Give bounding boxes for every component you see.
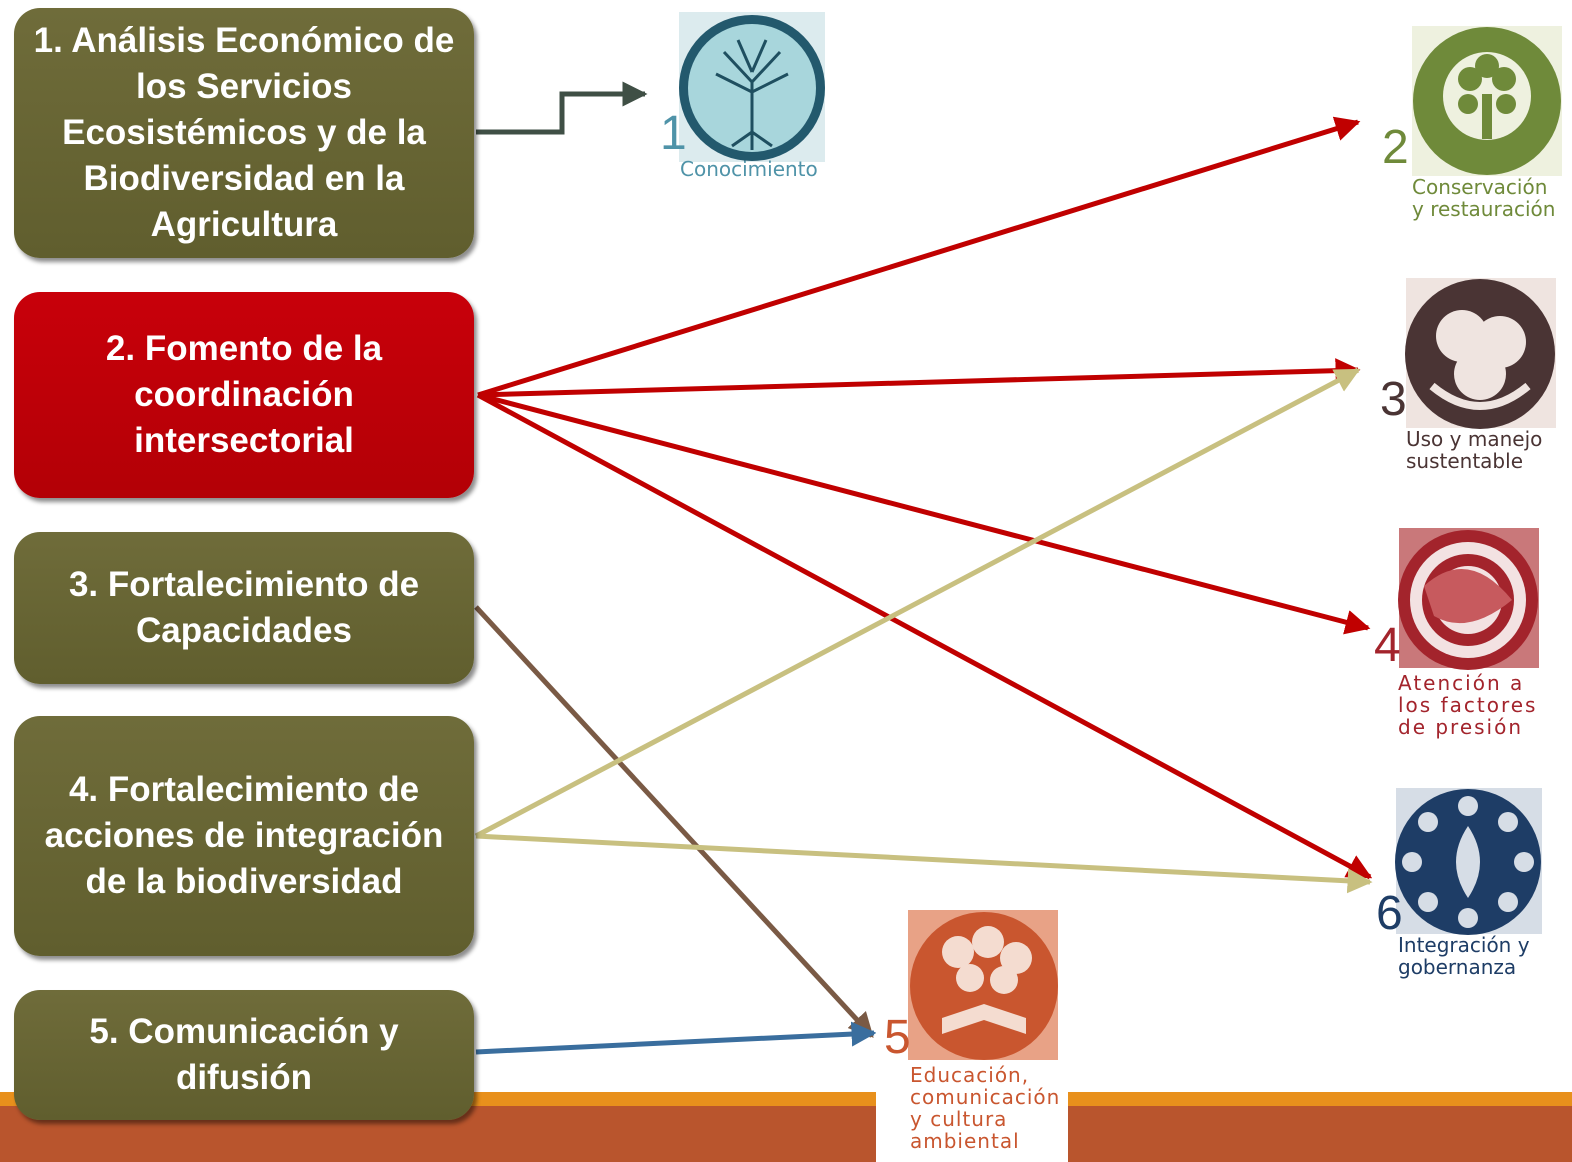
arrow-action3-axis5 xyxy=(474,605,874,1038)
action-box-3: 3. Fortalecimiento de Capacidades xyxy=(14,532,474,684)
book-tree-icon xyxy=(910,912,1058,1060)
action-label: 3. Fortalecimiento de Capacidades xyxy=(68,565,420,650)
hands-people-icon xyxy=(1405,279,1555,429)
axis-2-conservacion: 2 Conservación y restauración xyxy=(1380,24,1570,229)
arrow-action4-axis3 xyxy=(474,367,1361,839)
action-box-5: 5. Comunicación y difusión xyxy=(14,990,474,1120)
action-label: 4. Fortalecimiento de acciones de integr… xyxy=(44,770,444,901)
axis-6-integracion: 6 Integración y gobernanza xyxy=(1376,786,1566,986)
arrow-action1-axis1 xyxy=(476,81,648,135)
arrow-action2-axis2 xyxy=(477,116,1361,398)
axis-label: Conservación y restauración xyxy=(1412,175,1556,221)
arrow-action2-axis3 xyxy=(477,358,1361,398)
flower-circle-icon xyxy=(1395,789,1541,935)
axis-4-factores-presion: 4 Atención a los factores de presión xyxy=(1372,528,1567,743)
axis-number: 6 xyxy=(1376,887,1403,940)
axis-label: Integración y gobernanza xyxy=(1398,933,1530,979)
axis-label: Atención a los factores de presión xyxy=(1398,671,1538,739)
axis-5-educacion: 5 Educación, comunicación y cultura ambi… xyxy=(876,908,1068,1162)
action-label: 2. Fomento de la coordinación intersecto… xyxy=(105,329,383,460)
axis-1-conocimiento: 1 Conocimiento xyxy=(660,10,835,190)
action-label: 5. Comunicación y difusión xyxy=(89,1012,399,1097)
action-box-4: 4. Fortalecimiento de acciones de integr… xyxy=(14,716,474,956)
axis-label: Conocimiento xyxy=(680,157,818,181)
axis-label: Educación, comunicación y cultura ambien… xyxy=(910,1063,1061,1153)
axis-number: 4 xyxy=(1374,619,1401,672)
arrow-action4-axis6 xyxy=(475,833,1373,894)
tree-icon xyxy=(679,15,825,161)
axis-number: 1 xyxy=(660,107,687,160)
arrow-action5-axis5 xyxy=(475,1021,877,1055)
action-label: 1. Análisis Económico de los Servicios E… xyxy=(33,21,455,244)
tree-hands-icon xyxy=(1413,27,1561,175)
action-box-2: 2. Fomento de la coordinación intersecto… xyxy=(14,292,474,498)
axis-number: 5 xyxy=(884,1011,911,1064)
action-box-1: 1. Análisis Económico de los Servicios E… xyxy=(14,8,474,258)
arrow-action2-axis6 xyxy=(476,392,1373,880)
axis-number: 3 xyxy=(1380,373,1407,426)
axis-3-uso-manejo: 3 Uso y manejo sustentable xyxy=(1380,276,1570,476)
axis-number: 2 xyxy=(1382,121,1409,174)
pressure-swirl-icon xyxy=(1398,530,1538,670)
arrow-action2-axis4 xyxy=(477,392,1371,635)
axis-label: Uso y manejo sustentable xyxy=(1406,427,1543,473)
